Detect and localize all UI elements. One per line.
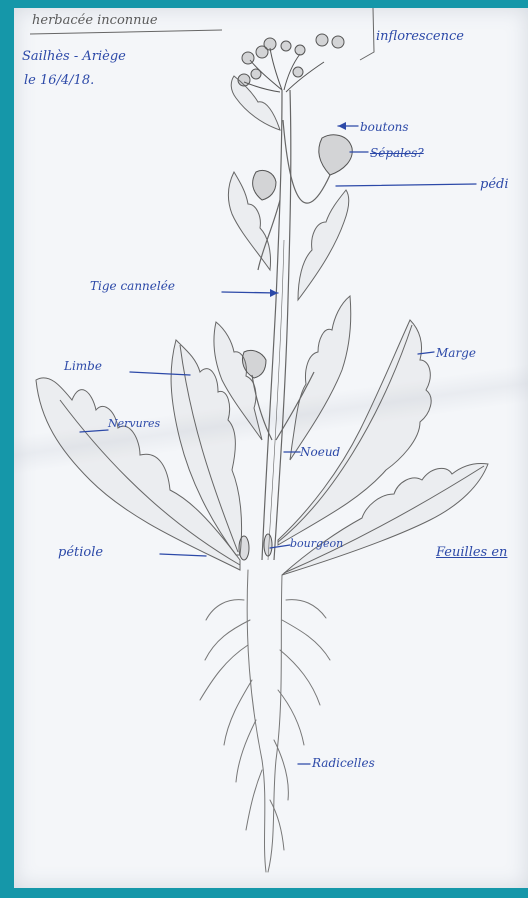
bud-left — [239, 536, 249, 560]
label-nervures: Nervures — [108, 418, 160, 429]
title-underline — [30, 30, 222, 34]
rootlet — [200, 645, 248, 700]
header-place: Sailhès - Ariège — [22, 50, 126, 63]
rootlet — [246, 770, 262, 830]
rootlet — [286, 600, 326, 618]
label-boutons: boutons — [360, 121, 409, 133]
header-title: herbacée inconnue — [32, 14, 158, 27]
rootlet — [205, 620, 250, 660]
label-marge: Marge — [436, 347, 476, 359]
header-date: le 16/4/18. — [24, 74, 94, 87]
label-tige: Tige cannelée — [90, 280, 175, 292]
rootlet — [282, 620, 330, 660]
rootlet — [280, 650, 320, 705]
label-bourgeon: bourgeon — [290, 538, 343, 549]
rootlet — [278, 690, 304, 745]
leaf-upper-right — [298, 190, 349, 300]
label-noeud: Noeud — [300, 446, 340, 458]
axillary-buds — [239, 534, 272, 560]
root-system — [200, 570, 330, 872]
rootlet — [274, 740, 288, 800]
label-pedicelle: pédi — [480, 178, 509, 191]
taproot — [247, 570, 266, 872]
rootlet — [236, 720, 256, 782]
label-petiole: pétiole — [58, 546, 103, 559]
bud-right — [264, 534, 272, 556]
flower-bud-left — [253, 170, 276, 200]
flower-bud-right — [319, 135, 353, 175]
rootlet — [224, 680, 252, 745]
label-sepales: Sépales? — [370, 147, 424, 159]
label-feuilles: Feuilles en — [436, 546, 507, 559]
leaf-top — [231, 76, 280, 130]
inflorescence-bracket — [360, 8, 374, 60]
label-radicelles: Radicelles — [312, 757, 375, 769]
leaf-center-right — [290, 296, 351, 460]
label-inflorescence: inflorescence — [376, 30, 464, 43]
rootlet — [206, 600, 244, 620]
label-limbe: Limbe — [64, 360, 102, 372]
main-stem — [252, 90, 330, 560]
annotation-lines — [80, 126, 476, 764]
